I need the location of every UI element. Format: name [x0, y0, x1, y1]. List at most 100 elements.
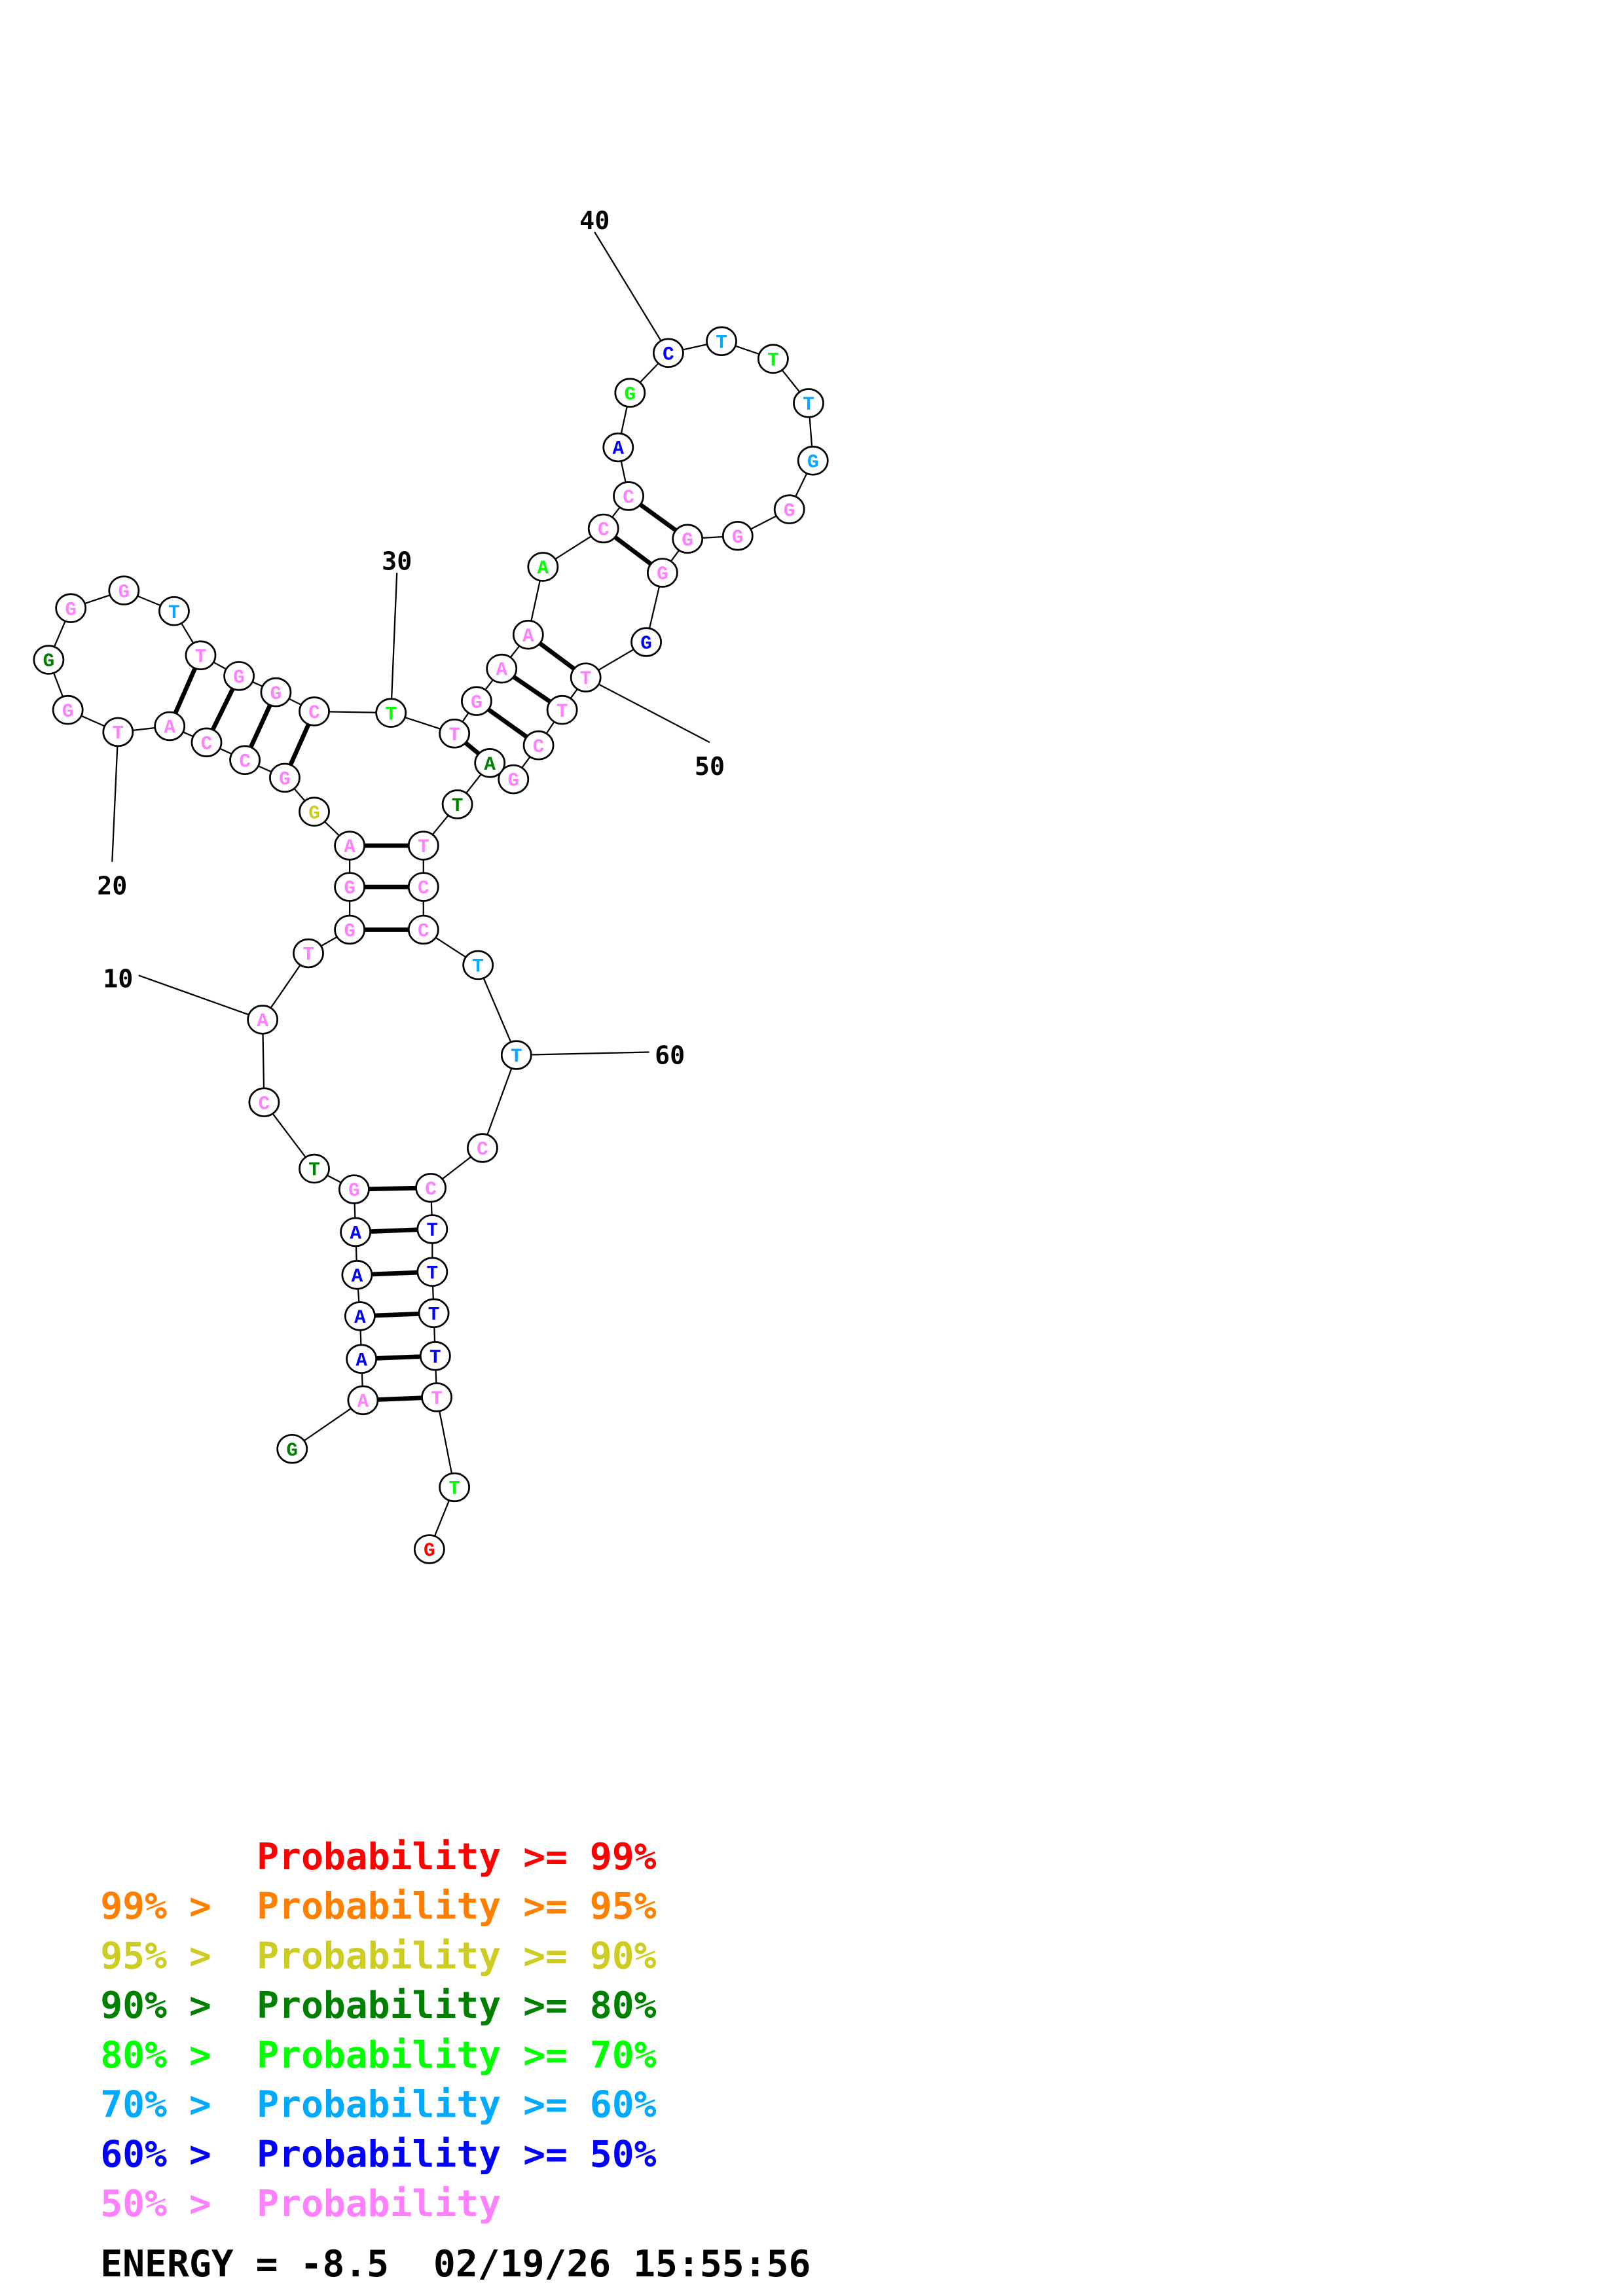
- nucleotide-circle: [375, 698, 407, 728]
- position-label-line: [594, 231, 669, 353]
- nucleotide-21: G: [52, 694, 84, 725]
- nucleotide-circle: [299, 696, 330, 726]
- legend-text: Probability >= 90%: [257, 1935, 657, 1977]
- nucleotide-base: G: [640, 633, 652, 655]
- nucleotide-circle: [419, 1341, 451, 1371]
- nucleotide-circle: [299, 1153, 330, 1184]
- nucleotide-26: T: [185, 640, 217, 671]
- nucleotide-base: T: [302, 944, 314, 966]
- nucleotide-circle: [721, 520, 754, 551]
- nucleotide-47: G: [672, 524, 704, 554]
- nucleotide-61: C: [467, 1133, 498, 1163]
- nucleotide-base: G: [784, 500, 795, 522]
- nucleotide-base: A: [484, 754, 496, 776]
- nucleotide-base: G: [279, 768, 291, 790]
- nucleotide-16: G: [269, 762, 301, 793]
- nucleotide-circle: [613, 481, 644, 511]
- nucleotide-2: A: [347, 1385, 379, 1416]
- nucleotide-circle: [439, 1472, 471, 1503]
- nucleotide-circle: [338, 1174, 370, 1204]
- nucleotide-base: A: [612, 439, 624, 460]
- nucleotide-base: T: [113, 723, 124, 745]
- nucleotide-base: G: [471, 692, 483, 713]
- nucleotide-8: T: [299, 1153, 330, 1184]
- nucleotide-base: G: [62, 701, 74, 723]
- nucleotide-circle: [415, 1173, 447, 1203]
- nucleotide-base: A: [538, 558, 549, 579]
- nucleotide-69: G: [413, 1534, 445, 1564]
- nucleotide-14: A: [334, 831, 366, 861]
- nucleotide-base: A: [356, 1350, 367, 1371]
- nucleotide-circle: [340, 1217, 372, 1247]
- nucleotide-30: T: [375, 698, 407, 728]
- position-label: 40: [579, 206, 610, 236]
- nucleotide-base: G: [286, 1440, 298, 1462]
- nucleotide-20: T: [102, 717, 134, 747]
- legend-prefix: 70% >: [100, 2084, 233, 2126]
- nucleotide-circle: [527, 552, 559, 582]
- legend-entry: 90% > Probability >= 80%: [100, 1984, 656, 2027]
- nucleotide-circle: [347, 1385, 379, 1416]
- nucleotide-base: A: [164, 717, 175, 739]
- nucleotide-circle: [407, 914, 439, 945]
- position-label: 30: [382, 547, 412, 577]
- nucleotide-base: T: [385, 704, 397, 725]
- legend-prefix: [100, 1836, 233, 1878]
- legend-prefix: 95% >: [100, 1935, 233, 1977]
- nucleotide-circle: [706, 326, 737, 357]
- nucleotide-base: G: [424, 1540, 435, 1562]
- nucleotide-base: G: [625, 384, 636, 405]
- position-label: 20: [97, 871, 127, 901]
- nucleotide-base: T: [448, 1478, 460, 1499]
- legend-entry: 80% > Probability >= 70%: [100, 2034, 656, 2077]
- nucleotide-58: C: [407, 914, 439, 945]
- legend-prefix: 90% >: [100, 1984, 233, 2027]
- nucleotide-38: A: [602, 432, 634, 463]
- nucleotide-circle: [418, 1298, 450, 1329]
- nucleotide-circle: [52, 694, 84, 725]
- nucleotide-circle: [602, 432, 634, 463]
- nucleotide-circle: [486, 653, 518, 684]
- nucleotide-circle: [512, 619, 544, 650]
- nucleotide-base: T: [168, 602, 180, 624]
- nucleotide-7: G: [338, 1174, 370, 1204]
- nucleotide-circle: [334, 914, 366, 945]
- legend-entry: 50% > Probability: [100, 2183, 501, 2225]
- nucleotide-base: T: [716, 332, 727, 353]
- nucleotide-base: A: [354, 1307, 366, 1329]
- legend-entry: 99% > Probability >= 95%: [100, 1886, 656, 1928]
- legend-text: Probability >= 70%: [257, 2034, 657, 2077]
- nucleotide-15: G: [299, 797, 330, 827]
- nucleotide-56: T: [407, 831, 439, 861]
- nucleotide-65: T: [418, 1298, 450, 1329]
- nucleotide-circle: [33, 645, 65, 675]
- nucleotide-1: G: [276, 1433, 308, 1464]
- nucleotide-53: G: [498, 764, 530, 795]
- nucleotide-24: G: [108, 575, 140, 605]
- nucleotide-36: C: [587, 513, 619, 544]
- nucleotide-circle: [247, 1005, 279, 1035]
- nucleotide-circle: [614, 378, 646, 408]
- nucleotide-base: T: [452, 795, 464, 817]
- nucleotide-base: A: [257, 1011, 268, 1032]
- nucleotide-12: G: [334, 914, 366, 945]
- nucleotide-circle: [102, 717, 134, 747]
- nucleotide-55: T: [441, 789, 473, 819]
- nucleotide-circle: [587, 513, 619, 544]
- nucleotide-circle: [334, 831, 366, 861]
- nucleotide-base: C: [259, 1093, 270, 1115]
- position-label: 10: [103, 964, 133, 994]
- nucleotide-27: G: [223, 661, 255, 691]
- nucleotide-67: T: [421, 1382, 452, 1412]
- legend-prefix: 50% >: [100, 2183, 233, 2225]
- legend-entry: 95% > Probability >= 90%: [100, 1935, 656, 1977]
- nucleotide-33: A: [486, 653, 518, 684]
- nucleotide-base: C: [533, 736, 545, 758]
- nucleotide-circle: [108, 575, 140, 605]
- nucleotide-circle: [248, 1087, 280, 1117]
- nucleotide-4: A: [344, 1301, 376, 1331]
- nucleotide-base: G: [348, 1180, 360, 1202]
- nucleotide-31: T: [439, 718, 471, 749]
- nucleotide-circle: [413, 1534, 445, 1564]
